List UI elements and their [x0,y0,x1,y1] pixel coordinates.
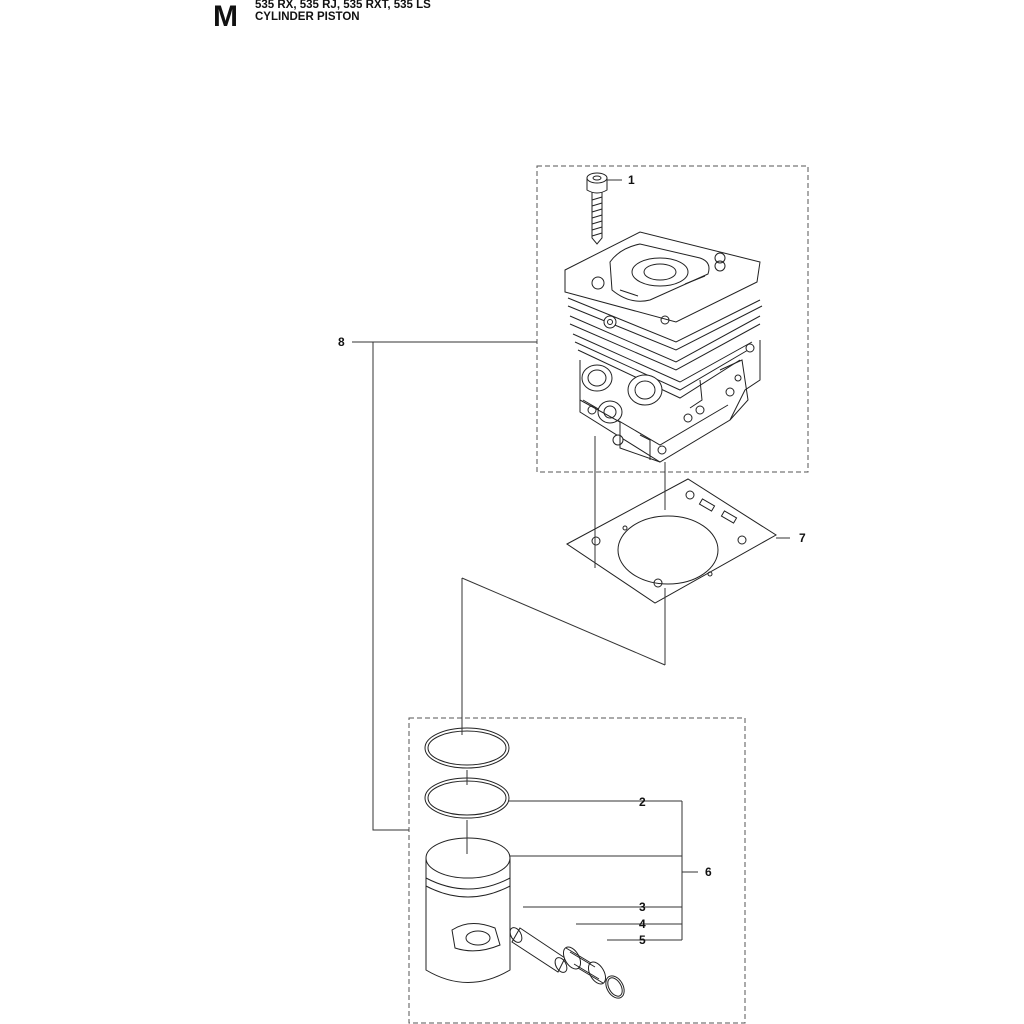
piston-group-box [408,717,746,1024]
callout-7: 7 [799,531,806,545]
cylinder-bolt [586,172,608,245]
piston-pin-circlip [605,975,625,999]
callout-5: 5 [639,933,646,947]
callout-2: 2 [639,795,646,809]
callout-3: 3 [639,900,646,914]
page-title: CYLINDER PISTON [255,11,360,23]
cylinder-group-box [536,165,809,473]
leader-lines [352,179,790,941]
callout-1: 1 [628,173,635,187]
piston [425,837,511,983]
needle-bearing [562,946,607,985]
callout-8: 8 [338,335,345,349]
model-list: 535 RX, 535 RJ, 535 RXT, 535 LS [255,0,431,11]
piston-pin [509,927,568,973]
cylinder [564,231,763,463]
cylinder-gasket [566,478,777,604]
callout-4: 4 [639,917,646,931]
callout-6: 6 [705,865,712,879]
section-letter: M [213,0,238,33]
piston-rings [424,727,510,819]
